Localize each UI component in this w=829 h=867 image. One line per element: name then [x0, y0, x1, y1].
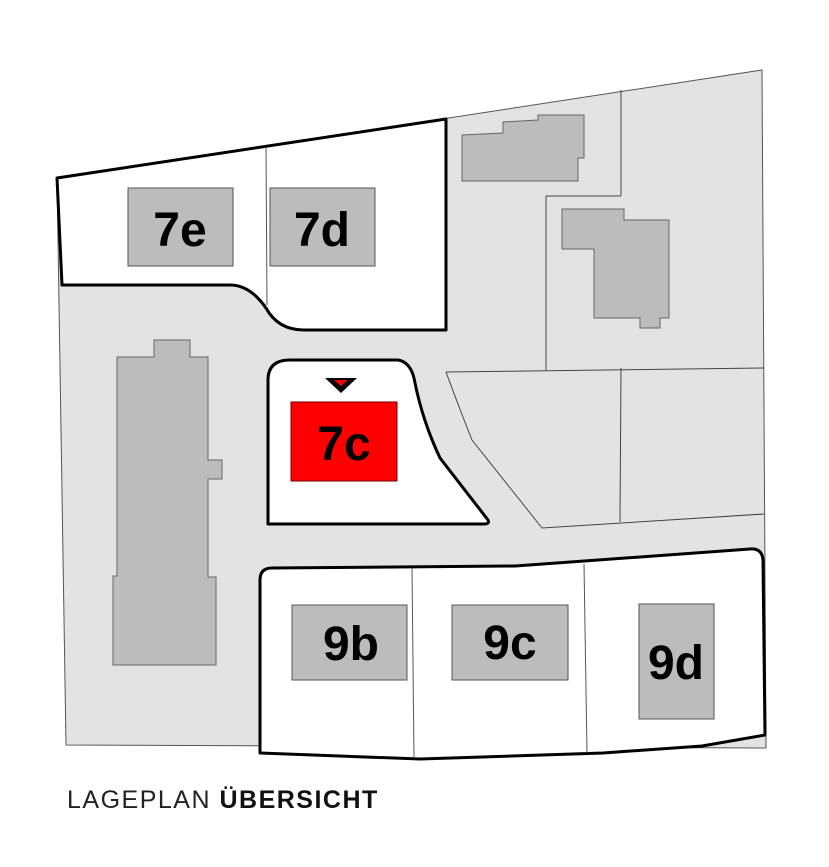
lot-divider-9b-9c — [411, 567, 415, 759]
lot-label-7c: 7c — [317, 418, 370, 471]
caption-light: LAGEPLAN — [67, 786, 212, 814]
lot-9b[interactable]: 9b — [291, 604, 408, 681]
building-9c — [451, 604, 569, 681]
caption-bold: ÜBERSICHT — [219, 786, 379, 814]
neighbor-parcel-lines — [445, 90, 765, 529]
lot-9c[interactable]: 9c — [451, 604, 569, 681]
lot-7e[interactable]: 7e — [127, 187, 234, 267]
lot-label-7d: 7d — [294, 204, 350, 257]
lot-label-7e: 7e — [153, 204, 206, 257]
lot-7c[interactable]: 7c — [290, 378, 398, 482]
building-7c — [290, 401, 398, 482]
lot-label-9c: 9c — [483, 617, 536, 670]
building-7e — [127, 187, 234, 267]
map-caption: LAGEPLAN ÜBERSICHT — [67, 786, 379, 815]
lot-label-9d: 9d — [648, 637, 704, 690]
lot-7d[interactable]: 7d — [269, 187, 376, 267]
lot-area-7e-7d — [55, 117, 448, 332]
lot-divider-9c-9d — [583, 563, 588, 754]
lot-divider-7e-7d — [265, 146, 268, 306]
neighbor-building-right — [561, 208, 670, 329]
site-plan-map: 7e 7d 7c 9b 9c 9d — [55, 69, 767, 761]
building-9d — [638, 603, 715, 720]
lot-label-9b: 9b — [323, 618, 379, 671]
building-7d — [269, 187, 376, 267]
lot-9d[interactable]: 9d — [638, 603, 715, 720]
neighbor-building-top — [461, 114, 585, 182]
building-9b — [291, 604, 408, 681]
selected-marker-inner — [334, 380, 348, 386]
neighbor-building-left — [112, 339, 223, 666]
